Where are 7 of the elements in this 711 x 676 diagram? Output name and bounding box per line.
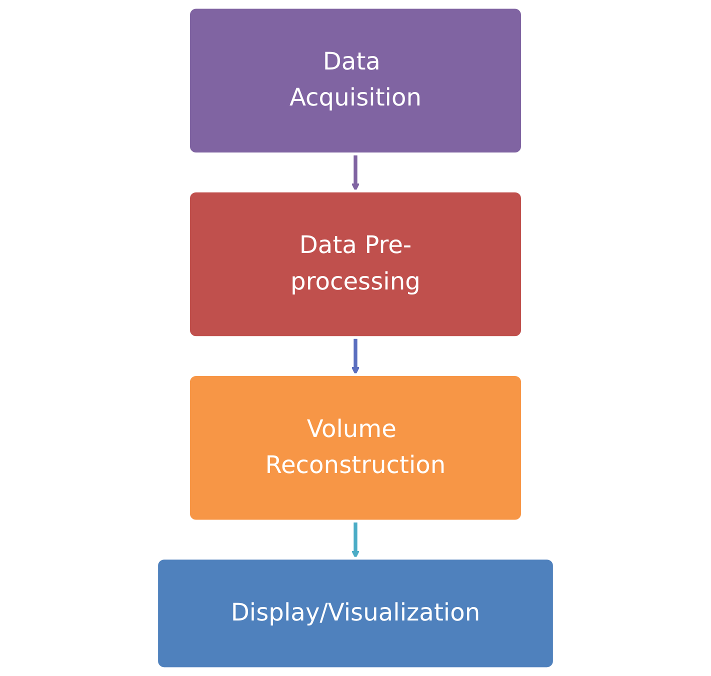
arrow (351, 338, 360, 375)
arrow (351, 154, 360, 192)
node-box: Data Pre-processing (187, 190, 524, 339)
node-box: Data Acquisition (187, 6, 524, 156)
node-box: Display/Visualization (155, 556, 556, 670)
arrow (351, 521, 360, 559)
node-box: Volume Reconstruction (187, 373, 524, 523)
